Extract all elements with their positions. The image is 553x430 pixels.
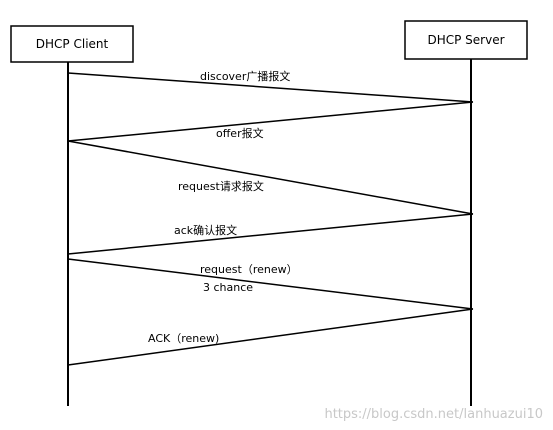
offer-line [67,101,474,142]
chance-label: 3 chance [203,281,253,294]
ack-renew-line [67,308,474,366]
request-label: request请求报文 [178,179,264,193]
discover-line [67,72,474,103]
offer-label: offer报文 [216,126,264,140]
client-label: DHCP Client [36,37,109,51]
client-actor: DHCP Client [10,25,134,63]
ack-label: ack确认报文 [174,223,237,237]
watermark: https://blog.csdn.net/lanhuazui10 [324,407,543,422]
request-line [67,140,474,215]
ack-line [67,213,474,255]
request-renew-line [67,258,474,310]
client-box [10,25,134,63]
server-actor: DHCP Server [404,20,528,60]
server-label: DHCP Server [427,33,504,47]
ack-renew-label: ACK（renew) [148,332,219,345]
discover-label: discover广播报文 [200,69,290,83]
request-renew-label: request（renew） [200,263,298,276]
server-box [404,20,528,60]
